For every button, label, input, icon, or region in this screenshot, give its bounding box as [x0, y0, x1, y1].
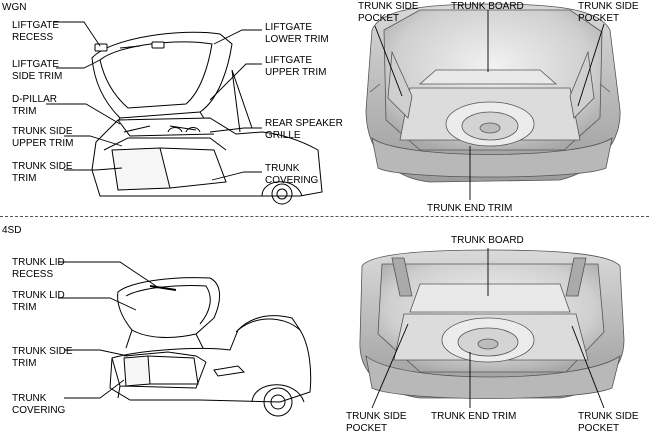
label-trunk-side-pocket-wgn-right: TRUNK SIDE POCKET — [578, 1, 639, 24]
label-liftgate-recess: LIFTGATE RECESS — [12, 20, 60, 43]
label-liftgate-side-trim: LIFTGATE SIDE TRIM — [12, 59, 63, 82]
wgn-car-illustration — [91, 31, 323, 205]
section-heading-wgn: WGN — [2, 2, 27, 13]
label-trunk-side-pocket-wgn-left: TRUNK SIDE POCKET — [358, 1, 419, 24]
section-divider — [0, 216, 649, 217]
label-trunk-lid-trim: TRUNK LID TRIM — [12, 290, 65, 313]
label-trunk-side-trim-4sd: TRUNK SIDE TRIM — [12, 346, 73, 369]
label-trunk-lid-recess: TRUNK LID RECESS — [12, 257, 65, 280]
label-trunk-side-trim-wgn: TRUNK SIDE TRIM — [12, 161, 73, 184]
section-heading-4sd: 4SD — [2, 225, 22, 236]
label-trunk-board-4sd: TRUNK BOARD — [451, 235, 524, 246]
sd4-car-illustration — [109, 277, 312, 417]
label-trunk-board-wgn: TRUNK BOARD — [451, 1, 524, 12]
leader-lines — [46, 10, 605, 409]
sd4-trunk-illustration — [359, 249, 625, 399]
label-trunk-covering-4sd: TRUNK COVERING — [12, 393, 66, 416]
wgn-trunk-illustration — [365, 3, 621, 183]
label-liftgate-upper-trim: LIFTGATE UPPER TRIM — [265, 55, 327, 78]
label-rear-speaker-grille: REAR SPEAKER GRILLE — [265, 118, 343, 141]
label-d-pillar-trim: D-PILLAR TRIM — [12, 94, 58, 117]
label-trunk-side-upper-trim: TRUNK SIDE UPPER TRIM — [12, 126, 74, 149]
label-liftgate-lower-trim: LIFTGATE LOWER TRIM — [265, 22, 329, 45]
label-trunk-covering-wgn: TRUNK COVERING — [265, 163, 319, 186]
label-trunk-end-trim-4sd: TRUNK END TRIM — [431, 411, 517, 422]
label-trunk-end-trim-wgn: TRUNK END TRIM — [427, 203, 513, 214]
label-trunk-side-pocket-4sd-right: TRUNK SIDE POCKET — [578, 411, 639, 434]
label-trunk-side-pocket-4sd-left: TRUNK SIDE POCKET — [346, 411, 407, 434]
